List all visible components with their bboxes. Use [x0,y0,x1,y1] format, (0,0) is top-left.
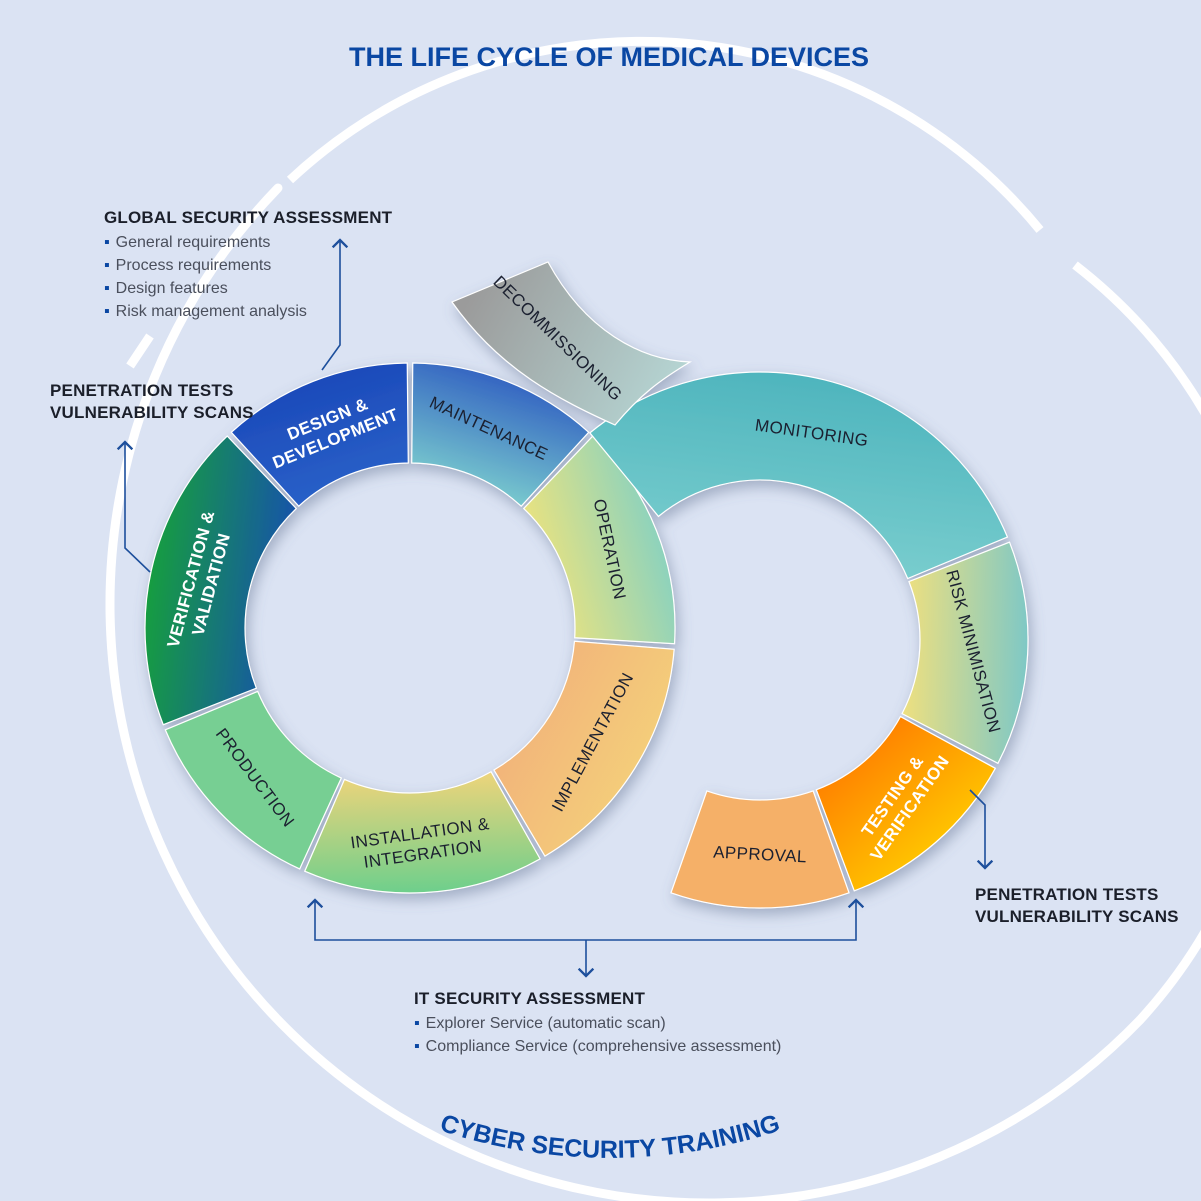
pentest-right-line1: PENETRATION TESTS [975,885,1159,904]
segment-verification [144,435,298,726]
it-assessment-box: IT SECURITY ASSESSMENT Explorer Service … [414,988,781,1058]
segment-testing [815,715,997,892]
it-assessment-list: Explorer Service (automatic scan) Compli… [414,1012,782,1058]
pentest-left-line1: PENETRATION TESTS [50,381,234,400]
outer-circle-arc-top [286,36,1044,233]
pentest-left-box: PENETRATION TESTS VULNERABILITY SCANS [50,380,254,424]
it-assessment-title: IT SECURITY ASSESSMENT [414,989,646,1008]
right-pentest-connector [969,789,994,870]
outer-circle-dash [126,333,154,369]
global-assessment-title: GLOBAL SECURITY ASSESSMENT [104,208,393,227]
list-item: Explorer Service (automatic scan) [414,1012,781,1035]
left-pentest-connector [116,440,151,573]
segment-risk [901,541,1029,765]
segment-maintenance [411,362,590,508]
segment-installation [303,770,541,894]
list-item: Compliance Service (comprehensive assess… [414,1035,782,1058]
segment-production [164,690,343,870]
list-item: General requirements [104,231,392,254]
segment-design [230,362,409,508]
pentest-right-box: PENETRATION TESTS VULNERABILITY SCANS [975,884,1179,928]
global-assessment-list: General requirements Process requirement… [104,231,392,323]
outer-ring-label: CYBER SECURITY TRAINING [437,1109,783,1164]
list-item: Design features [104,277,392,300]
pentest-left-line2: VULNERABILITY SCANS [50,403,254,422]
outer-circle-arc-right [1072,261,1201,1024]
segment-monitoring [589,371,1009,580]
global-assessment-box: GLOBAL SECURITY ASSESSMENT General requi… [104,207,392,323]
list-item: Risk management analysis [104,300,392,323]
ring-segments [144,261,1029,909]
segment-label-approval: APPROVAL [713,843,807,867]
segment-decommissioning [451,261,693,426]
page-title: THE LIFE CYCLE OF MEDICAL DEVICES [349,42,869,72]
segment-implementation [493,640,675,857]
pentest-right-line2: VULNERABILITY SCANS [975,907,1179,926]
list-item: Process requirements [104,254,392,277]
